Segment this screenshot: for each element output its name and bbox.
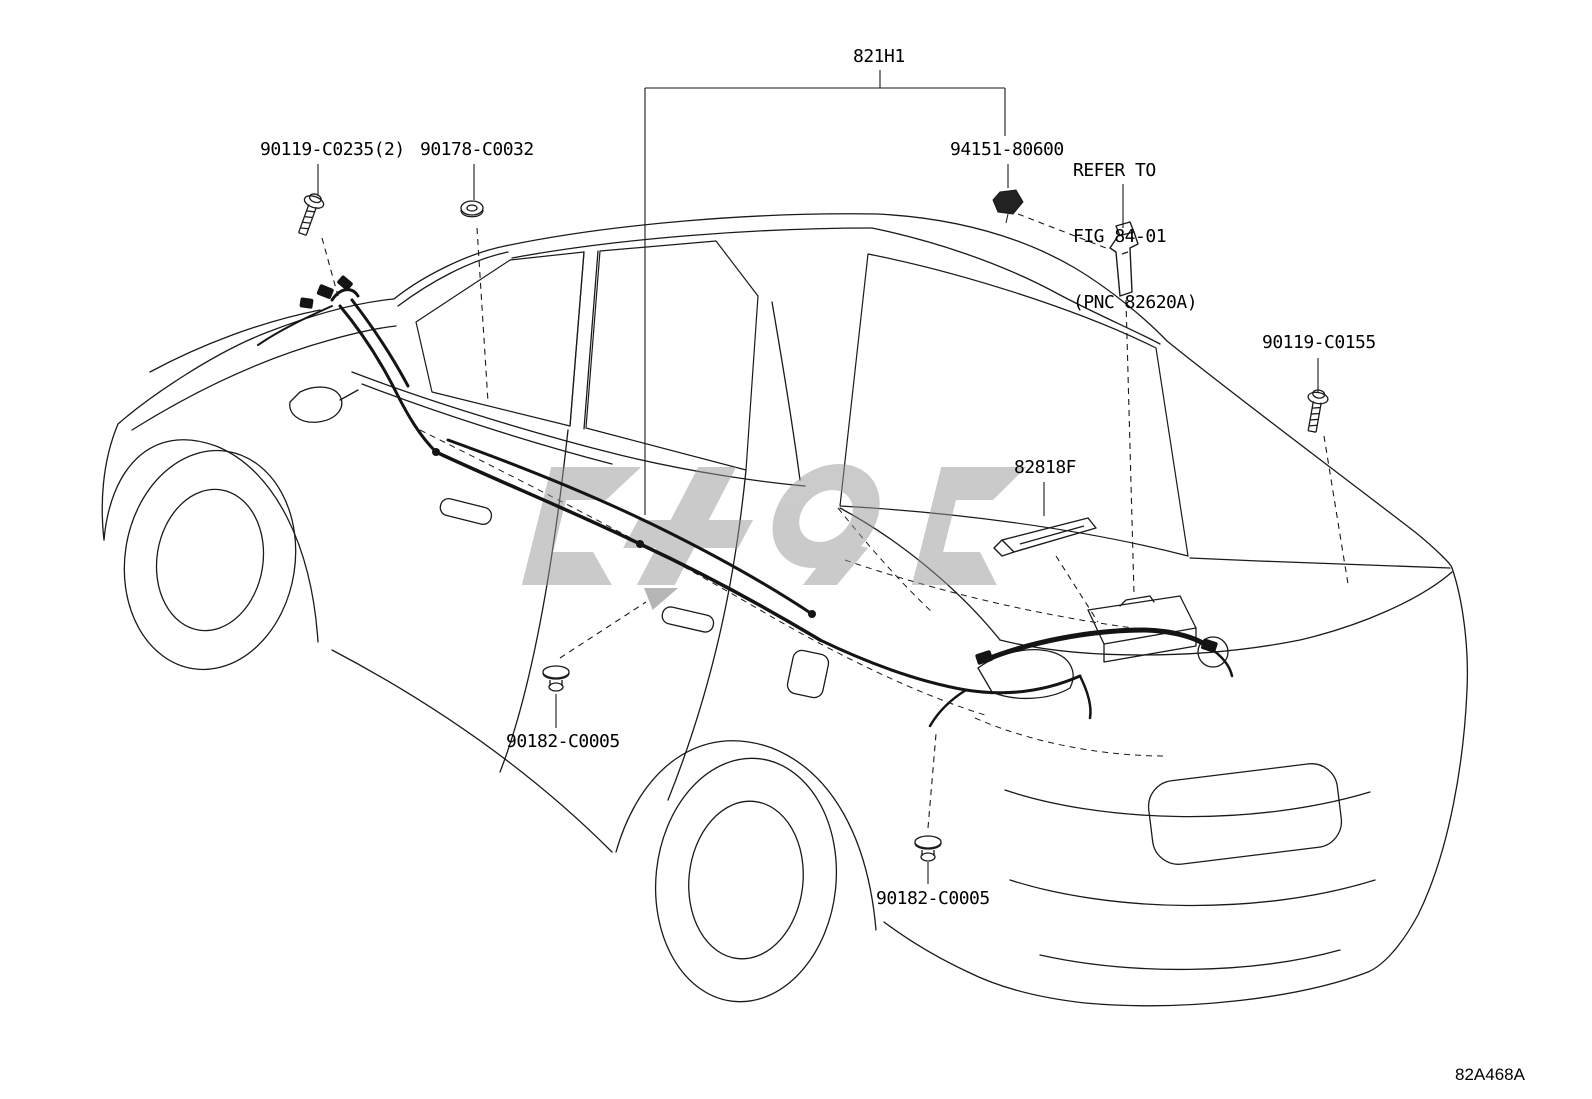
grommet-door-icon: [542, 665, 570, 692]
callout-bolt-rear: 90119-C0155: [1262, 332, 1376, 353]
callout-grommet-door: 90182-C0005: [506, 731, 620, 752]
refer-note-line1: REFER TO: [1073, 160, 1156, 181]
grommet-floor-icon: [914, 835, 942, 862]
callout-clip-rear: 94151-80600: [950, 139, 1064, 160]
callout-grommet-floor: 90182-C0005: [876, 888, 990, 909]
cowl-clip-icon: [460, 200, 484, 218]
refer-note-line3: (PNC 82620A): [1073, 292, 1198, 313]
callout-protector: 82818F: [1014, 457, 1077, 478]
refer-note-line2: FIG 84-01: [1073, 226, 1167, 247]
hidden-edges: [419, 429, 1166, 757]
callout-clip-cowl: 90178-C0032: [420, 139, 534, 160]
clip-icon: [992, 189, 1024, 224]
front-wheel: [123, 449, 297, 671]
bolt-rear-icon: [1307, 389, 1329, 433]
figure-code: 82A468A: [1455, 1065, 1525, 1084]
callout-harness: 821H1: [853, 46, 905, 67]
leader-lines-dashed: [321, 213, 1349, 829]
rear-wheel: [654, 757, 838, 1003]
wiring-harness: [257, 275, 1234, 728]
leader-lines: [317, 70, 1319, 884]
refer-note: REFER TO FIG 84-01 (PNC 82620A): [1073, 116, 1198, 358]
callout-bolt-front: 90119-C0235(2): [260, 139, 405, 160]
protector-part: [993, 517, 1097, 557]
bolt-front-icon: [298, 193, 325, 236]
